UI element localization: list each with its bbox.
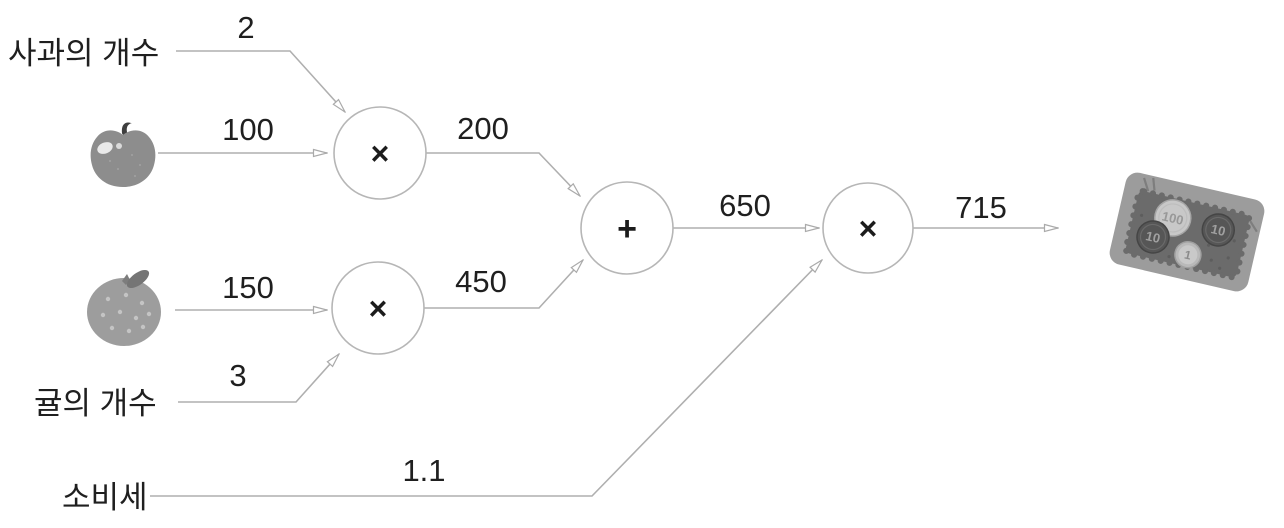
labels: 사과의 개수 2 100 200 150 귤의 개수 3 450 650 소비세… (8, 10, 1007, 515)
multiply-symbol: × (371, 136, 390, 172)
edges (150, 50, 1058, 497)
total-value: 715 (955, 190, 1007, 225)
edge-apple-count (176, 50, 345, 112)
apple-subtotal-value: 200 (457, 111, 509, 146)
node-multiply-tax: × (822, 182, 914, 274)
apple-icon (90, 122, 156, 187)
coin-100-label: 100 (1160, 208, 1185, 227)
node-circle (331, 261, 425, 355)
coin-1-label: 1 (1183, 248, 1193, 263)
node-circle (580, 181, 674, 275)
apple-price-value: 100 (222, 112, 274, 147)
orange-count-value: 3 (229, 358, 246, 393)
tax-label: 소비세 (62, 480, 148, 515)
coin-10-left: 10 (1136, 220, 1170, 254)
multiply-symbol: × (859, 211, 878, 247)
coin-10-left-label: 10 (1144, 228, 1161, 246)
edge-apple-subtotal (426, 152, 580, 196)
tax-rate-value: 1.1 (402, 453, 445, 488)
coin-10-right-label: 10 (1209, 221, 1226, 239)
apple-count-value: 2 (237, 10, 254, 45)
node-add: + (580, 181, 674, 275)
node-multiply-apple: × (333, 106, 427, 200)
edge-tax (150, 260, 822, 497)
coin-1: 1 (1174, 241, 1202, 269)
orange-subtotal-value: 450 (455, 264, 507, 299)
tangerine-icon (87, 269, 161, 346)
subtotal-value: 650 (719, 188, 771, 223)
coin-10-right: 10 (1201, 213, 1236, 247)
node-circle (822, 182, 914, 274)
node-circle (333, 106, 427, 200)
edge-orange-count (178, 354, 339, 403)
multiply-symbol: × (369, 291, 388, 327)
node-multiply-orange: × (331, 261, 425, 355)
orange-price-value: 150 (222, 270, 274, 305)
plus-symbol: + (617, 210, 637, 248)
apple-count-label: 사과의 개수 (8, 36, 159, 71)
edge-orange-subtotal (424, 260, 583, 309)
orange-count-label: 귤의 개수 (34, 386, 157, 421)
coin-tray-icon: 100 10 10 1 (1109, 172, 1265, 292)
